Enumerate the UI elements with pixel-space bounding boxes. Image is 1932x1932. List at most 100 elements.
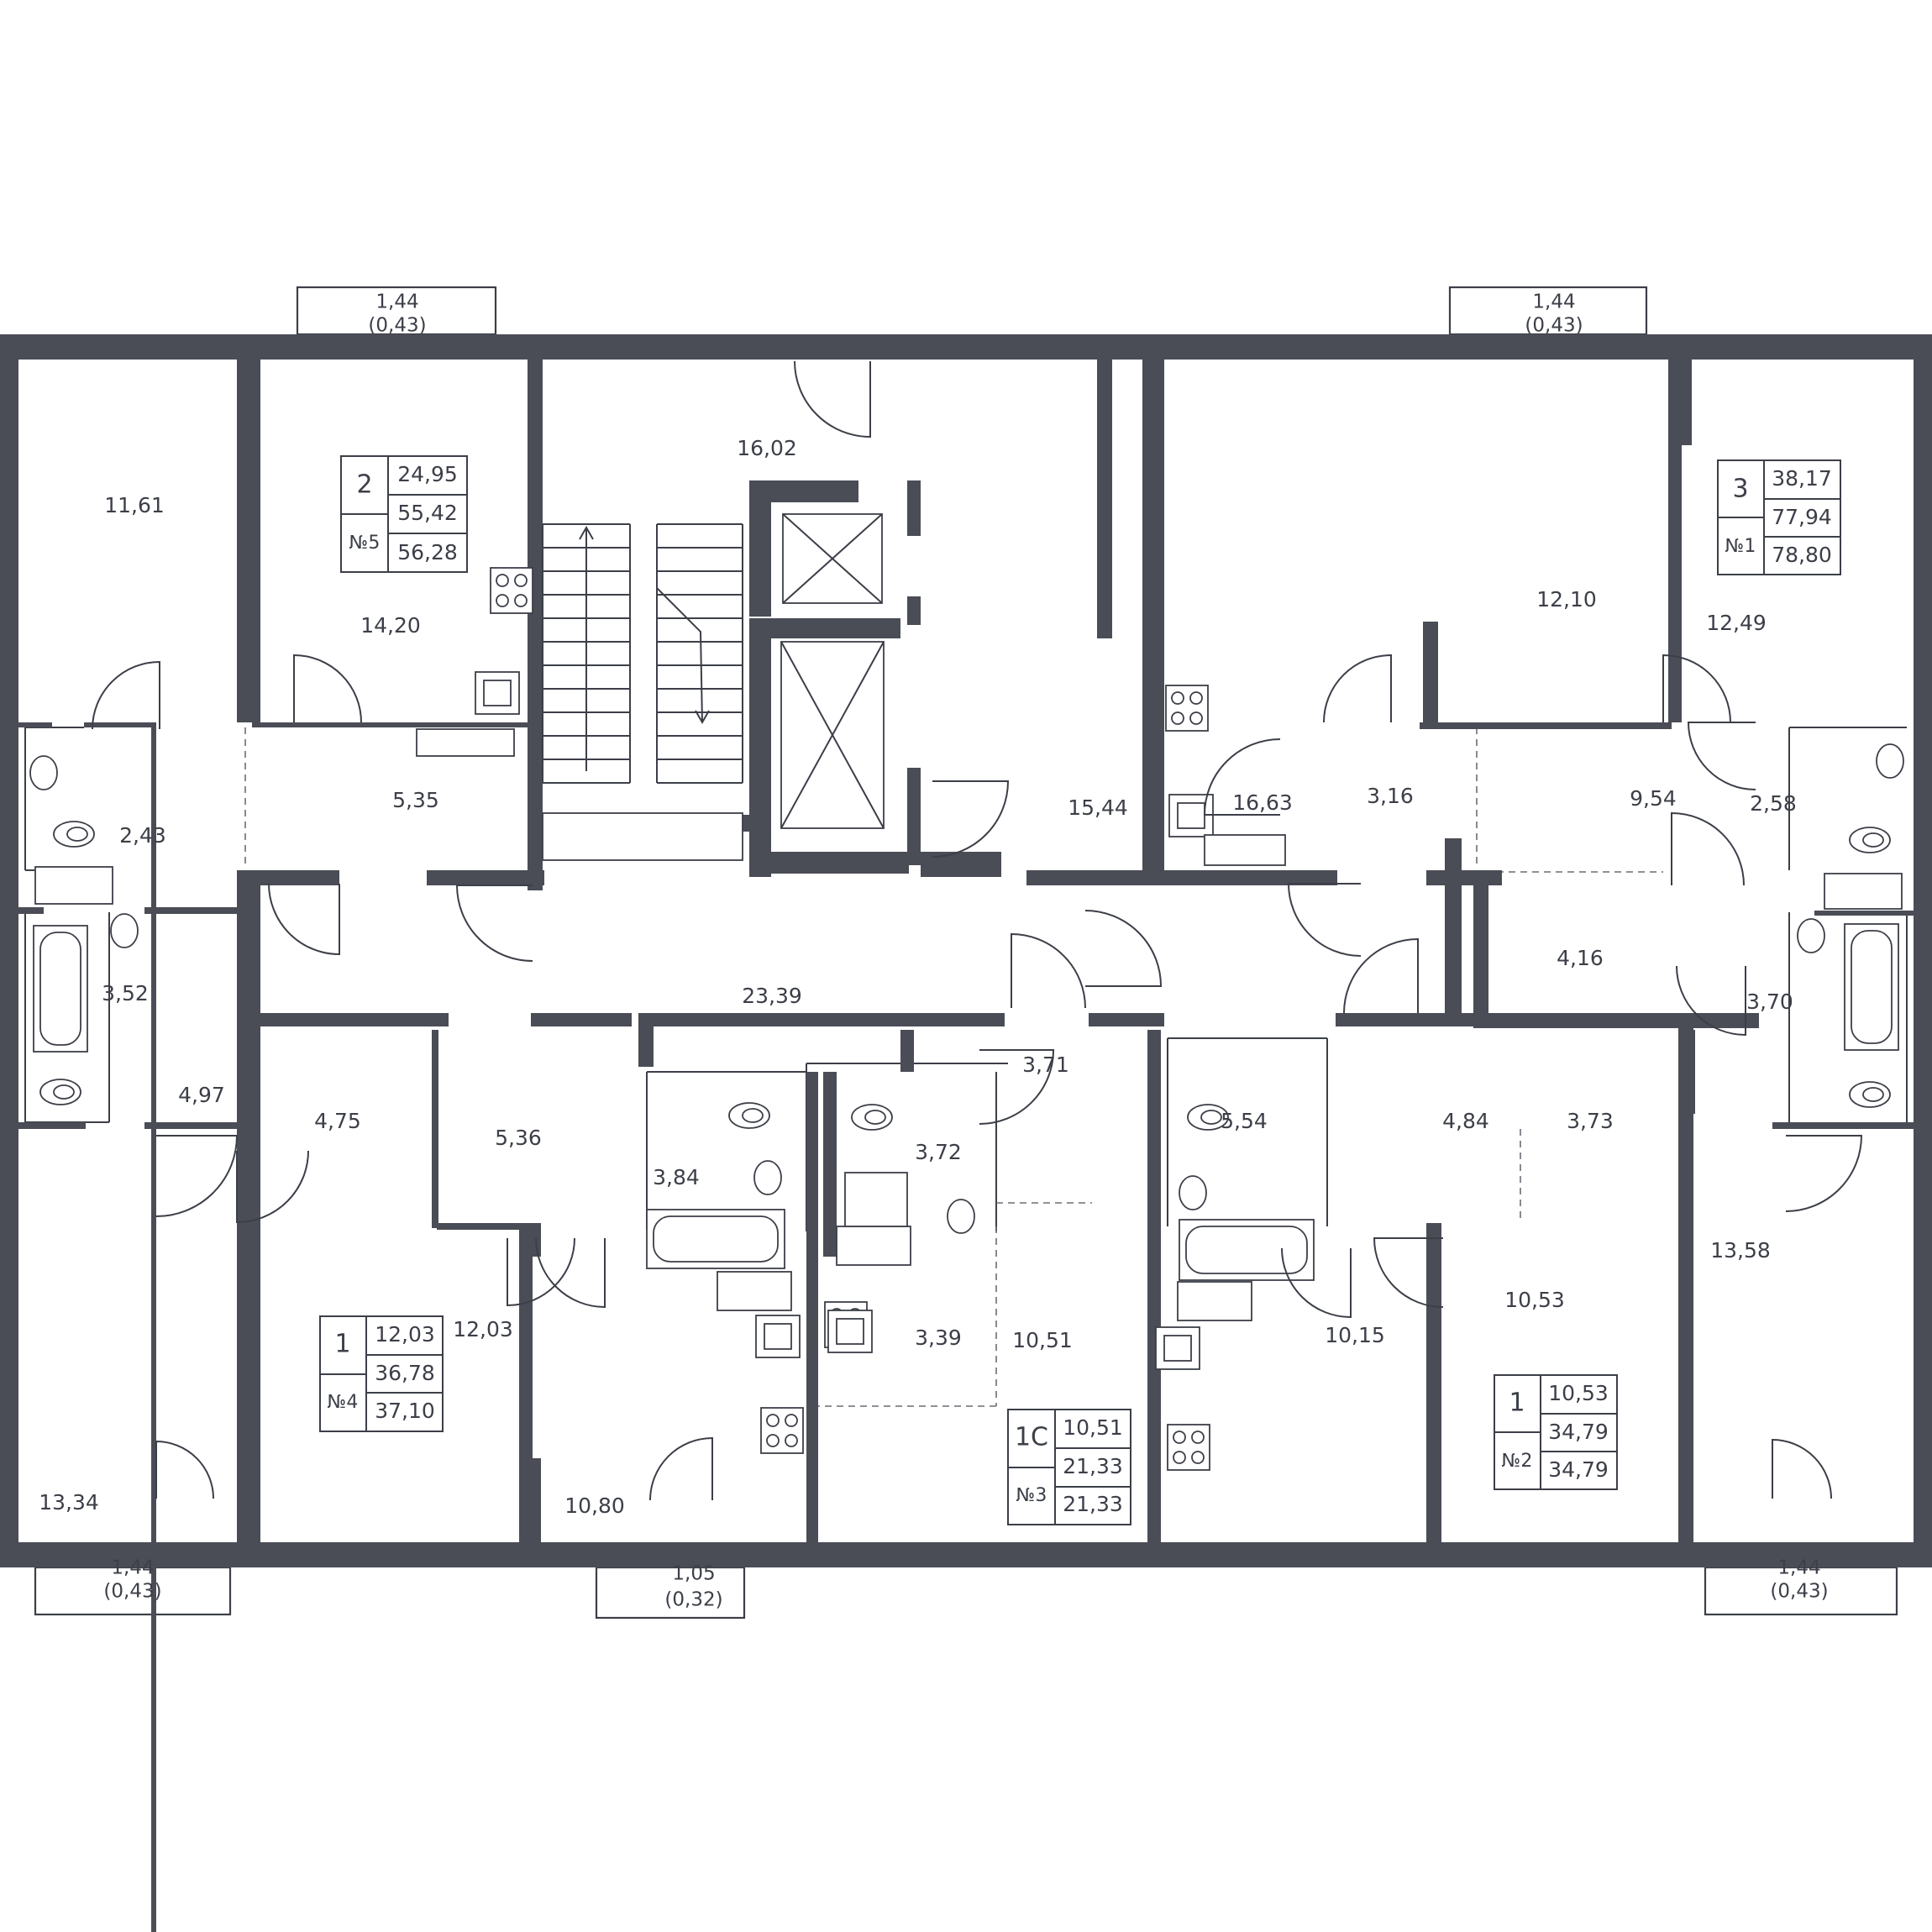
- apartment-total-area-with-balcony: 56,28: [397, 540, 458, 564]
- wall: [528, 336, 543, 890]
- room-area-label: 13,58: [1710, 1238, 1771, 1263]
- room-area-label: 4,97: [178, 1083, 225, 1107]
- bathtub-basin: [1851, 930, 1893, 1044]
- stair-landing: [542, 812, 743, 861]
- wall: [1404, 334, 1458, 360]
- apartment-number: №2: [1502, 1451, 1533, 1472]
- room-area-label: 3,71: [1022, 1053, 1069, 1077]
- kitchen-counter: [836, 1226, 911, 1266]
- balcony-area-label: 1,44: [375, 291, 418, 313]
- elevator-cross: [782, 513, 883, 604]
- toilet-seat: [864, 1110, 886, 1125]
- wall: [84, 722, 151, 727]
- room-area-label: 10,53: [1504, 1288, 1565, 1312]
- washbasin: [1179, 1175, 1207, 1210]
- walls: [0, 334, 1932, 1932]
- room-area-label: 14,20: [360, 613, 421, 638]
- apartment-number: №5: [349, 533, 381, 554]
- wall: [18, 907, 44, 914]
- kitchen-sink: [827, 1310, 873, 1353]
- apartment-total-area: 77,94: [1772, 505, 1832, 529]
- balcony-area-label: 1,44: [111, 1557, 154, 1579]
- stove-burner: [1171, 691, 1184, 705]
- apartment-info-table-2: 1 №2 10,53 34,79 34,79: [1494, 1374, 1618, 1490]
- stair-arrow: [656, 587, 703, 723]
- room-area-label: 10,80: [564, 1494, 625, 1518]
- wall: [907, 768, 921, 865]
- door-swing: [236, 1150, 309, 1224]
- kitchen-sink: [1155, 1326, 1200, 1370]
- wall: [0, 334, 1932, 360]
- apartment-living-area: 10,53: [1548, 1381, 1609, 1405]
- kitchen-sink-bowl: [764, 1323, 792, 1350]
- wall: [1914, 334, 1932, 1567]
- door-swing: [1203, 738, 1281, 816]
- wall: [1147, 1030, 1161, 1542]
- room-area-label: 15,44: [1068, 795, 1128, 820]
- door-swing: [293, 654, 362, 723]
- apartment-room-count: 2: [356, 470, 372, 500]
- door-swing: [1687, 722, 1756, 790]
- room-area-label: 5,54: [1221, 1109, 1268, 1133]
- wall: [1680, 1030, 1695, 1114]
- stove-burner: [1191, 1431, 1205, 1444]
- door-swing: [932, 780, 1010, 858]
- door-swing: [92, 660, 160, 730]
- apartment-info-table-5: 2 №5 24,95 55,42 56,28: [340, 455, 468, 573]
- wall: [18, 1122, 86, 1129]
- apartment-info-tables: 2 №5 24,95 55,42 56,28 3 №1 38,17 77,94 …: [319, 455, 1841, 1525]
- wall: [482, 334, 536, 360]
- stove-burner: [785, 1434, 798, 1447]
- wall: [1426, 870, 1502, 885]
- staircase: [542, 523, 743, 861]
- stove-burner: [1173, 1451, 1186, 1464]
- stove-burner: [496, 574, 509, 587]
- wall: [806, 1072, 818, 1542]
- apartment-room-count: 1: [334, 1330, 350, 1359]
- wall: [1423, 622, 1438, 722]
- wall: [1473, 874, 1488, 1025]
- bathtub-basin: [39, 932, 81, 1046]
- wall: [1089, 1013, 1164, 1026]
- washbasin: [947, 1199, 975, 1234]
- apartment-number: №3: [1016, 1485, 1047, 1506]
- stove: [1167, 1424, 1210, 1471]
- kitchen-counter: [416, 728, 515, 757]
- door-swing: [535, 1237, 606, 1309]
- room-area-label: 10,15: [1325, 1323, 1385, 1347]
- room-area-label: 2,58: [1750, 791, 1797, 816]
- wall: [749, 618, 771, 877]
- apartment-room-count: 1С: [1015, 1423, 1048, 1452]
- wall: [1678, 1013, 1693, 1542]
- room-area-label: 5,36: [495, 1126, 542, 1150]
- door-swing: [1343, 937, 1419, 1014]
- apartment-living-area: 24,95: [397, 462, 458, 486]
- wall: [144, 1122, 245, 1129]
- wall: [749, 480, 771, 617]
- kitchen-sink-bowl: [836, 1318, 864, 1345]
- door-swing: [455, 885, 533, 962]
- wall: [749, 852, 909, 874]
- apartment-room-count: 1: [1509, 1389, 1525, 1418]
- room-area-label: 3,73: [1567, 1109, 1614, 1133]
- wall: [528, 1458, 541, 1542]
- room-area-label: 3,39: [915, 1326, 962, 1350]
- stove-burner: [514, 574, 528, 587]
- balcony-area-label: 1,05: [672, 1563, 715, 1585]
- stove-burner: [766, 1434, 780, 1447]
- stove-burner: [1189, 691, 1203, 705]
- toilet-seat: [1862, 1087, 1884, 1102]
- stove-burner: [496, 594, 509, 607]
- wall: [1668, 334, 1692, 445]
- kitchen-counter: [1204, 834, 1286, 866]
- doors: [92, 360, 1863, 1501]
- room-area-label: 3,52: [102, 981, 149, 1005]
- wall: [1336, 1013, 1478, 1026]
- stove-burner: [1173, 1431, 1186, 1444]
- partition-lines: [24, 727, 1908, 1407]
- wall: [1814, 911, 1914, 916]
- apartment-total-area-with-balcony: 78,80: [1772, 543, 1832, 567]
- balcony-area-label: 1,44: [1777, 1557, 1820, 1579]
- wall: [437, 1223, 529, 1230]
- wall: [1008, 334, 1156, 360]
